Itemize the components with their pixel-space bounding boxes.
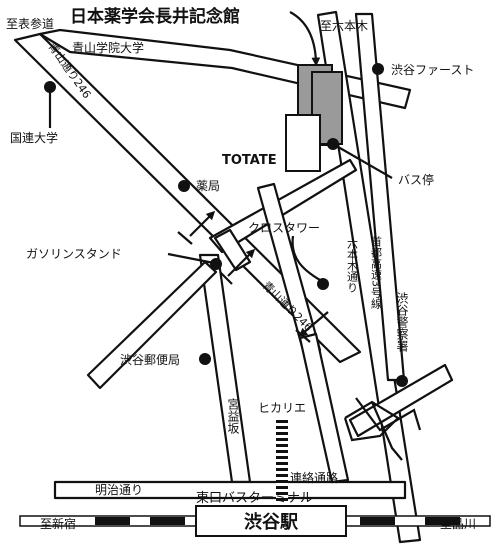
totate-building	[285, 114, 321, 172]
pedestrian-bridge-3	[355, 397, 422, 432]
arrow-icon	[227, 248, 256, 277]
shibuya-first-landmark-icon	[372, 63, 384, 75]
to-shinjuku-label: 至新宿	[40, 516, 76, 531]
gas-station-leader	[167, 252, 215, 265]
arrow-icon	[189, 210, 216, 237]
totate-label: TOTATE	[222, 153, 277, 168]
hikarie-label: ヒカリエ	[258, 401, 306, 415]
to-omotesando-label: 至表参道	[6, 16, 54, 31]
shibuya-station-box	[195, 505, 347, 537]
cross-tower-leader	[291, 235, 321, 281]
pedestrian-bridge-2	[370, 401, 403, 461]
venue-label: 日本薬学会長井記念館	[70, 6, 240, 27]
pharmacy-label: 薬局	[196, 179, 220, 193]
un-university-label: 国連大学	[10, 130, 58, 145]
upper-road	[38, 28, 412, 110]
hikarie-corridor	[276, 420, 288, 502]
venue-pointer	[289, 11, 321, 67]
cross-tower-label: クロスタワー	[248, 221, 320, 235]
post-office-landmark-icon	[199, 353, 211, 365]
east-bus-terminal-label: 東口バスターミナル	[196, 490, 313, 506]
meiji-dori-road	[53, 480, 407, 500]
roppongi-link-road	[208, 158, 358, 254]
shibuya-police-label: 渋谷警察署	[395, 292, 409, 353]
miyamasuzaka-label: 宮益坂	[226, 397, 240, 435]
to-roppongi-label: 至六本木	[320, 19, 368, 33]
lower-left-road	[86, 260, 218, 390]
arrow-icon	[295, 329, 311, 343]
renraku-tsuro-label: 連絡通路	[290, 470, 338, 485]
pharmacy-landmark-icon	[178, 180, 190, 192]
cross-tower-landmark-icon	[317, 278, 329, 290]
shibuya-post-office-label: 渋谷郵便局	[120, 353, 180, 367]
roppongi-dori-label: 六本木通り	[346, 238, 359, 293]
arrow-icon	[298, 311, 329, 337]
shuto-expressway-label: 首都高速3号線	[370, 235, 383, 309]
miyamasuzaka-road	[198, 253, 252, 484]
pedestrian-bridge	[343, 400, 400, 442]
gas-station-label: ガソリンスタンド	[26, 247, 122, 261]
bus-stop-label: バス停	[398, 172, 434, 187]
aoyama-gakuin-label: 青山学院大学	[72, 40, 144, 55]
inner-block-road	[298, 332, 350, 484]
shibuya-station-label: 渋谷駅	[244, 511, 299, 533]
police-landmark-icon	[396, 375, 408, 387]
to-shinagawa-label: 至品川	[440, 517, 476, 531]
arrow-icon	[219, 271, 233, 285]
gas-station-landmark-icon	[210, 258, 222, 270]
bus-stop-leader	[332, 143, 393, 179]
police-road	[348, 363, 454, 438]
arrow-icon	[177, 231, 193, 245]
shibuya-first-label: 渋谷ファースト	[391, 63, 474, 77]
cross-tower-road	[213, 228, 252, 272]
meiji-dori-label: 明治通り	[95, 483, 143, 497]
